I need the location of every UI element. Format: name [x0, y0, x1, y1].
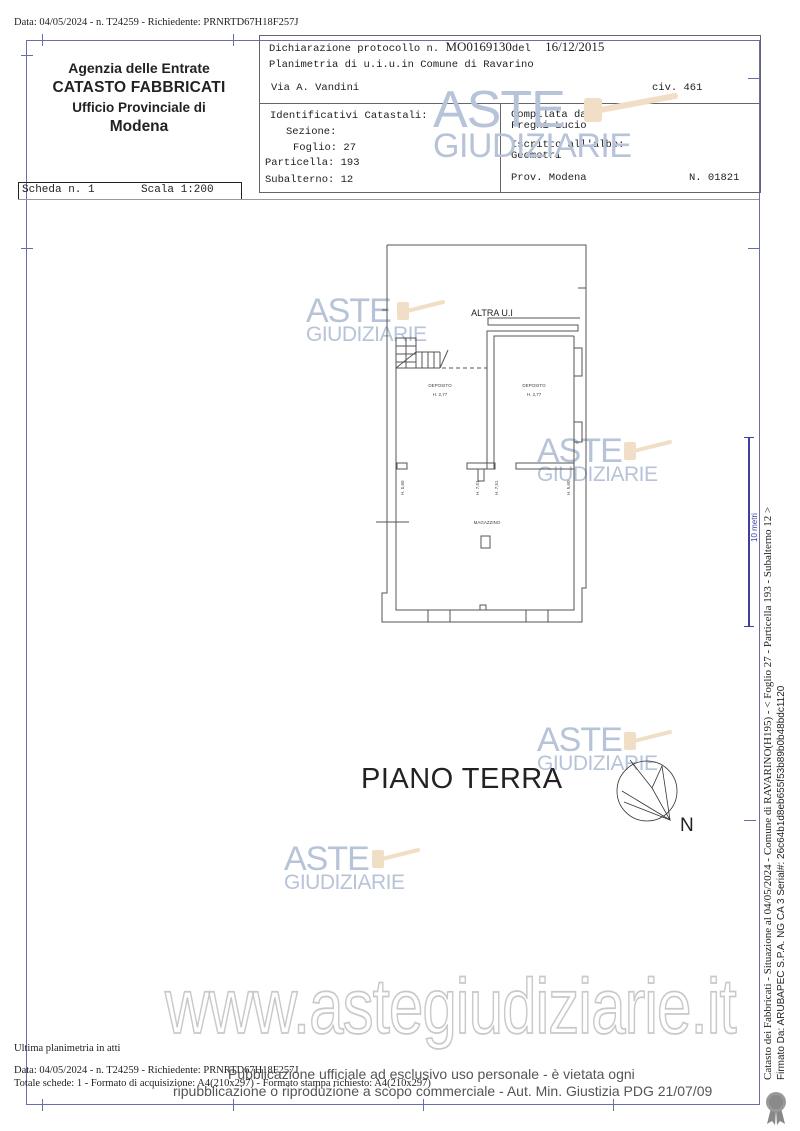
agency-name: Agenzia delle Entrate [68, 60, 210, 76]
aste-watermark: ASTE GIUDIZIARIE [306, 292, 427, 346]
height-label: H. 5,60 [400, 480, 405, 495]
floor-title: PIANO TERRA [361, 763, 563, 795]
scheda-box: Scheda n. 1 Scala 1:200 [18, 182, 242, 200]
height-label: H. 7,51 [494, 480, 499, 495]
particella: Particella: 193 [265, 157, 360, 169]
planimetria-line: Planimetria di u.i.u.in Comune di Ravari… [269, 59, 534, 71]
scheda-number: Scheda n. 1 [22, 184, 95, 196]
identifiers-box: Identificativi Catastali: Sezione: Fogli… [259, 102, 761, 193]
publication-notice-2: ripubblicazione o riproduzione a scopo c… [173, 1083, 713, 1099]
floor-plan: ALTRA U.I DEPOSITO H. 2,77 DEPOSITO H. 2… [376, 244, 587, 623]
protocol-number: MO0169130 [445, 39, 512, 54]
frame-line-left [26, 40, 27, 1105]
footer-totale: Totale schede: 1 - Formato di acquisizio… [14, 1078, 431, 1089]
declaration-label: Dichiarazione protocollo n. [269, 43, 440, 55]
compiled-by-label: Compilata da: [511, 109, 593, 121]
publication-notice-1: Pubblicazione ufficiale ad esclusivo uso… [228, 1066, 635, 1082]
identifiers-title: Identificativi Catastali: [270, 110, 428, 122]
compiled-by-name: Fregni Lucio [511, 120, 587, 132]
plan-frame [18, 199, 759, 1108]
frame-line-top [26, 40, 759, 41]
aste-watermark: ASTE GIUDIZIARIE [537, 721, 658, 775]
sezione: Sezione: [286, 126, 337, 138]
ultima-planimetria: Ultima planimetria in atti [14, 1043, 121, 1054]
header-divider [500, 103, 501, 193]
catasto-title: CATASTO FABBRICATI [52, 79, 226, 96]
subalterno: Subalterno: 12 [265, 174, 354, 186]
room-label-deposito-1: DEPOSITO [428, 383, 452, 388]
declaration-box: Dichiarazione protocollo n. MO0169130del… [259, 35, 761, 104]
register-number: N. 01821 [689, 172, 740, 184]
frame-line-right [759, 40, 760, 1105]
gavel-icon [584, 93, 678, 122]
site-watermark: www.astegiudiziarie.it [164, 963, 737, 1051]
gavel-icon [397, 300, 445, 320]
frame-line-bottom [26, 1104, 760, 1105]
address: Via A. Vandini [271, 82, 360, 94]
province: Prov. Modena [511, 172, 587, 184]
room-label-magazzino: MAGAZZINO [474, 520, 501, 525]
gavel-icon [624, 440, 672, 460]
aste-watermark: ASTE GIUDIZIARIE [284, 840, 405, 894]
agency-header: Agenzia delle Entrate CATASTO FABBRICATI… [28, 60, 250, 136]
room-height-deposito-2: H. 2,77 [527, 392, 542, 397]
footer-request-line: Data: 04/05/2024 - n. T24259 - Richieden… [14, 1065, 299, 1076]
civic-number: civ. 461 [652, 82, 703, 94]
gavel-icon [372, 848, 420, 868]
declaration-date: 16/12/2015 [545, 39, 605, 54]
scale-bar-label: 10 metri [750, 513, 759, 542]
request-line: Data: 04/05/2024 - n. T24259 - Richieden… [14, 17, 299, 28]
gavel-icon [624, 730, 672, 750]
signature-side-line: Firmato Da: ARUBAPEC S.P.A. NG CA 3 Seri… [776, 685, 787, 1080]
room-label-deposito-2: DEPOSITO [522, 383, 546, 388]
north-label: N [680, 815, 694, 836]
albo-label: Iscritto all'albo: [511, 139, 625, 151]
scale-label: Scala 1:200 [141, 184, 214, 196]
office-city: Modena [109, 118, 169, 135]
compass-icon [616, 759, 678, 822]
height-label: H. 7,51 [475, 480, 480, 495]
room-height-deposito-1: H. 2,77 [433, 392, 448, 397]
foglio: Foglio: 27 [293, 142, 357, 154]
height-label: H. 5,60 [566, 480, 571, 495]
del-label: del [511, 43, 531, 55]
aste-watermark: ASTE GIUDIZIARIE [433, 81, 632, 166]
room-label-altra-ui: ALTRA U.I [471, 308, 513, 318]
scale-bar [748, 437, 750, 627]
ribbon-badge-icon [766, 1092, 786, 1125]
office-label: Ufficio Provinciale di [72, 100, 206, 115]
albo-value: Geometri [511, 150, 562, 162]
catasto-side-line: Catasto dei Fabbricati - Situazione al 0… [762, 506, 774, 1080]
